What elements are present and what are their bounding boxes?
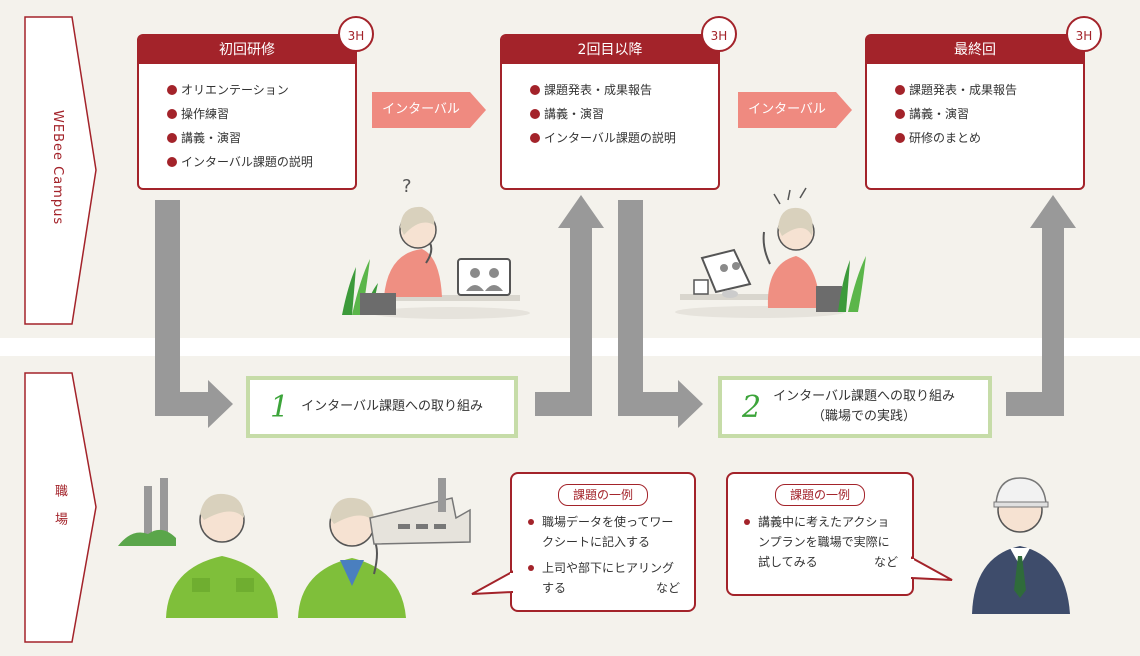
example-bubble-1: 課題の一例 職場データを使ってワークシートに記入する 上司や部下にヒアリングする… <box>510 472 696 612</box>
example-item: 職場データを使ってワークシートに記入する <box>512 512 694 552</box>
session-item: 操作練習 <box>167 102 355 126</box>
bubble-tail-1 <box>471 570 514 595</box>
session-item: 講義・演習 <box>167 126 355 150</box>
session-item: 講義・演習 <box>895 102 1083 126</box>
example-suffix: など <box>873 555 898 569</box>
duration-badge: 3H <box>338 16 374 52</box>
interval-label: インターバル <box>748 102 826 117</box>
task-number: 1 <box>270 389 290 425</box>
example-item: 講義中に考えたアクションプランを職場で実際に試してみる <box>728 512 912 572</box>
session-card-final: 最終回 課題発表・成果報告 講義・演習 研修のまとめ <box>865 34 1085 190</box>
puzzled-learner-illustration <box>330 175 530 329</box>
session-item: インターバル課題の説明 <box>167 150 355 174</box>
presenting-learner-illustration <box>670 180 880 329</box>
bubble-tail-2 <box>910 556 953 581</box>
session-item: 課題発表・成果報告 <box>530 78 718 102</box>
example-tag: 課題の一例 <box>775 484 865 506</box>
task-text: インターバル課題への取り組み <box>773 389 955 404</box>
flow-arrow-up-right-2 <box>1006 195 1076 416</box>
example-tag: 課題の一例 <box>558 484 648 506</box>
session-item: オリエンテーション <box>167 78 355 102</box>
task-text: インターバル課題への取り組み <box>301 399 483 414</box>
session-item: インターバル課題の説明 <box>530 126 718 150</box>
duration-badge: 3H <box>1066 16 1102 52</box>
session-item: 課題発表・成果報告 <box>895 78 1083 102</box>
question-mark: ? <box>402 176 412 197</box>
flow-arrow-up-right-1 <box>535 195 604 416</box>
example-item: 上司や部下にヒアリングする <box>512 558 694 598</box>
interval-arrow-2: インターバル <box>738 92 854 128</box>
session-card-second: 2回目以降 課題発表・成果報告 講義・演習 インターバル課題の説明 <box>500 34 720 190</box>
example-suffix: など <box>655 581 680 595</box>
session-item: 研修のまとめ <box>895 126 1083 150</box>
session-card-first: 初回研修 オリエンテーション 操作練習 講義・演習 インターバル課題の説明 <box>137 34 357 190</box>
session-title: 最終回 <box>867 36 1083 64</box>
online-side-label: WEBee Campus <box>50 110 65 226</box>
session-title: 2回目以降 <box>502 36 718 64</box>
example-bubble-2: 課題の一例 講義中に考えたアクションプランを職場で実際に試してみる など <box>726 472 914 596</box>
task-text-group: インターバル課題への取り組み （職場での実践） <box>773 387 955 427</box>
workplace-side-tab <box>0 372 100 644</box>
manager-illustration <box>966 470 1076 624</box>
interval-task-2: 2 インターバル課題への取り組み （職場での実践） <box>718 376 992 438</box>
task-subtext: （職場での実践） <box>812 409 917 424</box>
interval-arrow-1: インターバル <box>372 92 488 128</box>
factory-workers-illustration <box>112 478 492 632</box>
session-title: 初回研修 <box>139 36 355 64</box>
online-side-tab <box>0 16 100 326</box>
interval-label: インターバル <box>382 102 460 117</box>
session-item: 講義・演習 <box>530 102 718 126</box>
task-number: 2 <box>742 389 762 425</box>
interval-task-1: 1 インターバル課題への取り組み <box>246 376 518 438</box>
flow-arrow-down-right-2 <box>618 200 703 428</box>
flow-arrow-down-right-1 <box>155 200 233 428</box>
workplace-side-label: 職 場 <box>52 484 67 526</box>
duration-badge: 3H <box>701 16 737 52</box>
